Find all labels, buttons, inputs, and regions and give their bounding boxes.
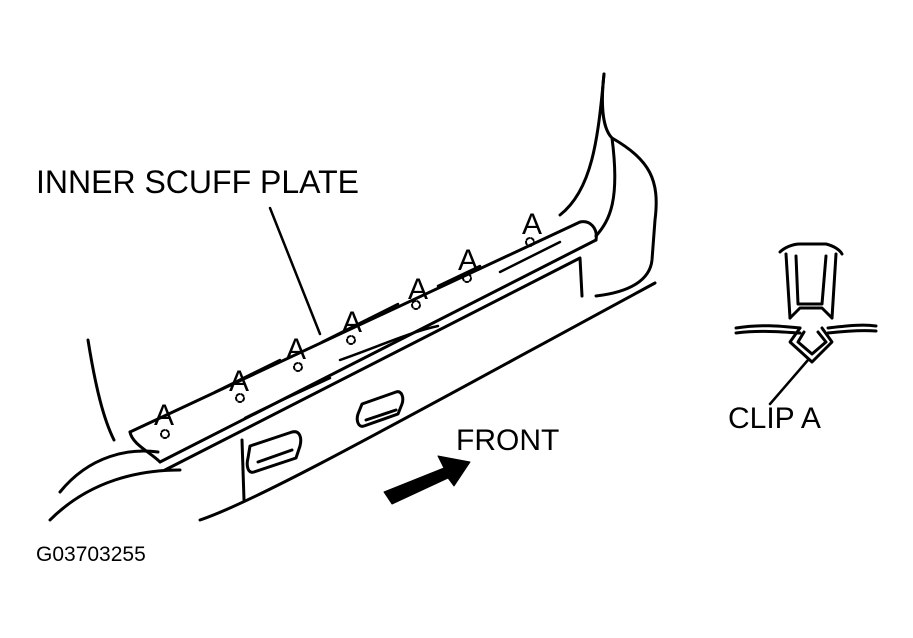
inner-scuff-plate: [128, 220, 598, 472]
clip-marker-label: A: [522, 208, 542, 241]
clip-marker-label: A: [154, 399, 174, 432]
clip-marker: A: [154, 399, 174, 439]
front-label: FRONT: [456, 424, 560, 457]
clip-a-detail: [734, 242, 878, 406]
clip-marker: A: [229, 365, 249, 403]
clip-marker-label: A: [458, 244, 478, 277]
clip-marker: A: [458, 244, 478, 283]
front-arrow-icon: [383, 455, 471, 505]
clip-a-label: CLIP A: [728, 402, 821, 435]
figure-code: G03703255: [36, 543, 146, 566]
clip-marker-label: A: [408, 273, 428, 306]
clip-marker-label: A: [229, 365, 249, 398]
inner-scuff-plate-label: INNER SCUFF PLATE: [36, 164, 359, 200]
clip-marker: A: [408, 273, 428, 310]
body-outline: [48, 72, 658, 522]
handle-recesses: [245, 390, 405, 474]
clip-markers: A A A A A A A: [154, 208, 542, 439]
clip-marker: A: [522, 208, 542, 247]
plate-leader-line: [268, 206, 322, 336]
clip-marker-label: A: [286, 333, 306, 366]
clip-marker-label: A: [342, 306, 362, 339]
clip-marker: A: [286, 333, 306, 372]
clip-marker: A: [342, 306, 362, 345]
